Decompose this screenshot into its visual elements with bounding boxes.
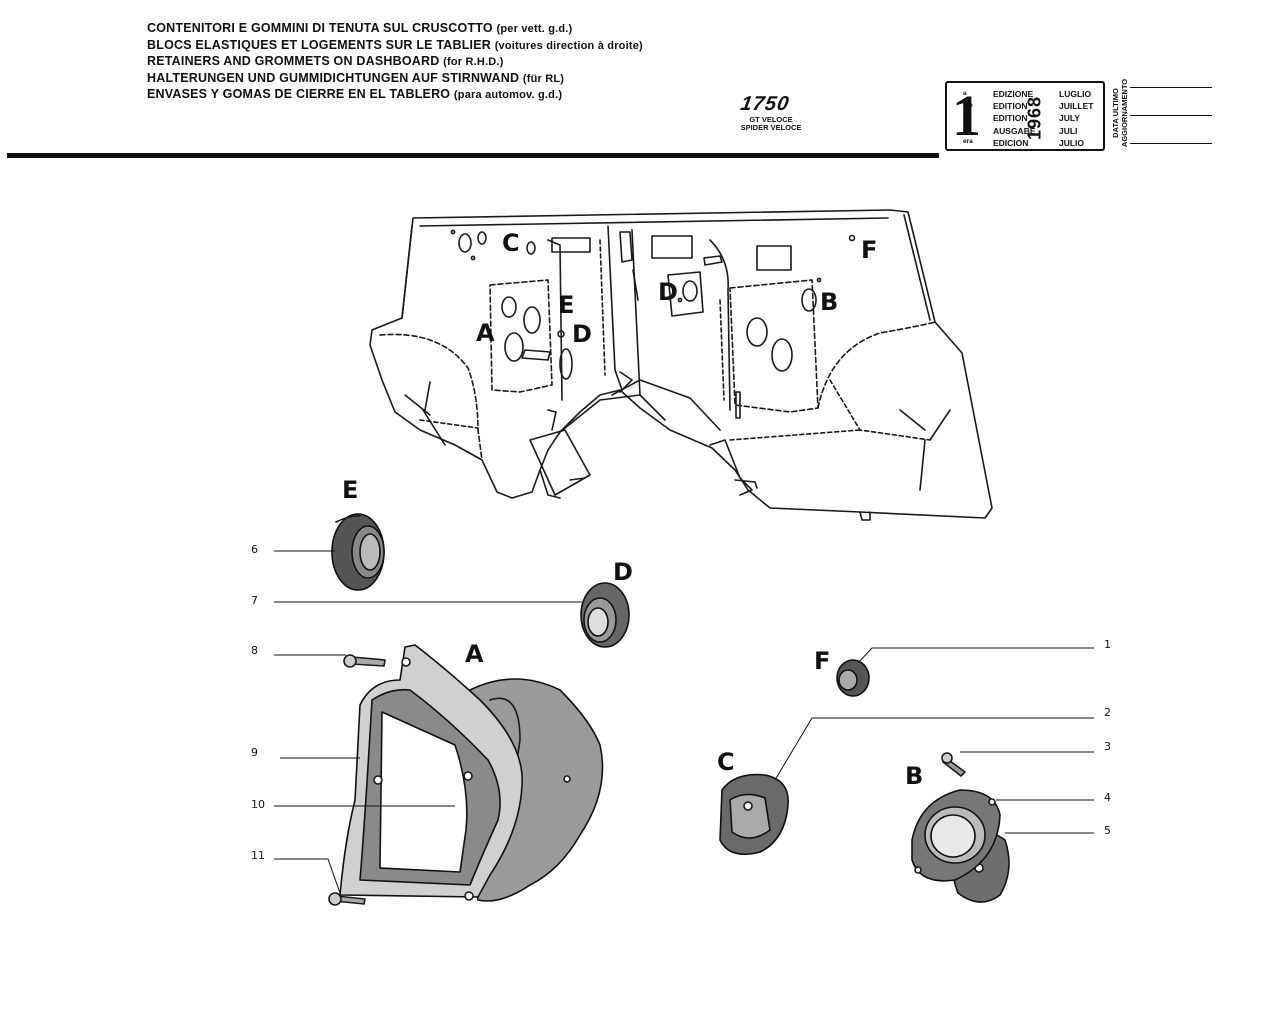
part-label-a: A	[465, 640, 484, 668]
part-label-c: C	[717, 748, 735, 776]
callout-5: 5	[1104, 824, 1111, 837]
part-c-retainer	[719, 773, 789, 856]
title-sub: (per vett. g.d.)	[496, 23, 573, 35]
callout-4: 4	[1104, 791, 1111, 804]
edition-word: EDITION	[993, 113, 1028, 124]
edition-suffix: st	[963, 114, 969, 121]
title-sub: (for R.H.D.)	[443, 56, 504, 68]
update-line	[1130, 115, 1212, 143]
edition-suffix: era	[963, 138, 973, 145]
dash-label-c: C	[502, 229, 520, 257]
title-main: RETAINERS AND GROMMETS ON DASHBOARD	[147, 54, 440, 68]
update-line	[1130, 87, 1212, 115]
model-variant-gt: GT VELOCE	[749, 115, 793, 124]
title-sub: (voitures direction à droite)	[494, 39, 643, 52]
title-main: ENVASES Y GOMAS DE CIERRE EN EL TABLERO	[147, 87, 451, 101]
edition-suffix: a	[963, 90, 967, 97]
edition-word: EDIZIONE	[993, 89, 1034, 99]
edition-box: 1 a ère st . era EDIZIONE EDITION EDITIO…	[945, 81, 1105, 151]
callout-2: 2	[1104, 706, 1111, 719]
dashboard-panel	[369, 209, 993, 521]
title-line-de: HALTERUNGEN UND GUMMIDICHTUNGEN AUF STIR…	[147, 71, 643, 88]
part-label-f: F	[814, 647, 830, 675]
title-line-es: ENVASES Y GOMAS DE CIERRE EN EL TABLERO …	[147, 87, 643, 104]
dash-label-f: F	[861, 236, 877, 264]
callout-8: 8	[251, 644, 258, 657]
part-label-e: E	[342, 476, 358, 504]
part-a-housing	[328, 644, 604, 906]
title-main: HALTERUNGEN UND GUMMIDICHTUNGEN AUF STIR…	[147, 70, 520, 85]
part-e-grommet	[331, 513, 385, 591]
part-letters: E D A F C B	[342, 476, 923, 790]
leader-2	[774, 717, 1094, 781]
dashboard-letters: C E A D D B F	[476, 229, 877, 348]
title-main: BLOCS ELASTIQUES ET LOGEMENTS SUR LE TAB…	[147, 37, 491, 52]
dash-label-e: E	[558, 291, 574, 319]
part-d-grommet	[580, 582, 630, 648]
edition-word: AUSGABE	[993, 125, 1036, 136]
edition-month: LUGLIO	[1059, 89, 1092, 99]
callout-1: 1	[1104, 638, 1111, 651]
part-b-retainer	[911, 752, 1010, 903]
edition-months: LUGLIO JUILLET JULY JULI JULIO	[1059, 88, 1093, 149]
callout-3: 3	[1104, 740, 1111, 753]
dash-label-b: B	[820, 288, 838, 316]
title-block: CONTENITORI E GOMMINI DI TENUTA SUL CRUS…	[147, 21, 643, 104]
edition-word: EDITION	[993, 101, 1028, 112]
callout-10: 10	[251, 798, 265, 811]
title-line-it: CONTENITORI E GOMMINI DI TENUTA SUL CRUS…	[147, 21, 643, 38]
edition-month: JULIO	[1059, 137, 1085, 148]
dash-label-d: D	[572, 320, 592, 348]
dash-label-d-center: D	[658, 278, 678, 306]
callout-7: 7	[251, 594, 258, 607]
update-lines	[1130, 87, 1212, 171]
leader-11	[274, 858, 341, 894]
callout-9: 9	[251, 746, 258, 759]
callout-11: 11	[251, 849, 265, 862]
callout-numbers: 1 2 3 4 5 6 7 8 9 10 11	[251, 543, 1111, 862]
edition-suffix: ère	[963, 102, 973, 109]
edition-month: JULI	[1059, 125, 1078, 136]
callout-6: 6	[251, 543, 258, 556]
title-sub: (para automov. g.d.)	[453, 89, 563, 101]
dash-label-a: A	[476, 319, 495, 347]
part-f-grommet	[836, 659, 870, 697]
edition-number: 1	[952, 83, 981, 148]
title-sub: (für RL)	[522, 72, 565, 85]
edition-words: EDIZIONE EDITION EDITION AUSGABE EDICION	[993, 88, 1036, 149]
part-label-b: B	[905, 762, 923, 790]
edition-suffix: .	[963, 126, 965, 133]
leader-lines	[274, 550, 1094, 894]
title-line-en: RETAINERS AND GROMMETS ON DASHBOARD (for…	[147, 54, 643, 71]
title-main: CONTENITORI E GOMMINI DI TENUTA SUL CRUS…	[147, 21, 493, 35]
header-rule	[7, 153, 939, 158]
model-variant-spider: SPIDER VELOCE	[740, 123, 802, 132]
edition-month: JUILLET	[1059, 101, 1094, 112]
model-badge: 1750 GT VELOCE SPIDER VELOCE	[720, 93, 810, 132]
edition-word: EDICION	[993, 137, 1029, 148]
update-line	[1130, 143, 1212, 171]
edition-month: JULY	[1059, 113, 1080, 124]
title-line-fr: BLOCS ELASTIQUES ET LOGEMENTS SUR LE TAB…	[147, 38, 643, 55]
leader-1	[857, 647, 1094, 664]
part-label-d: D	[613, 558, 633, 586]
